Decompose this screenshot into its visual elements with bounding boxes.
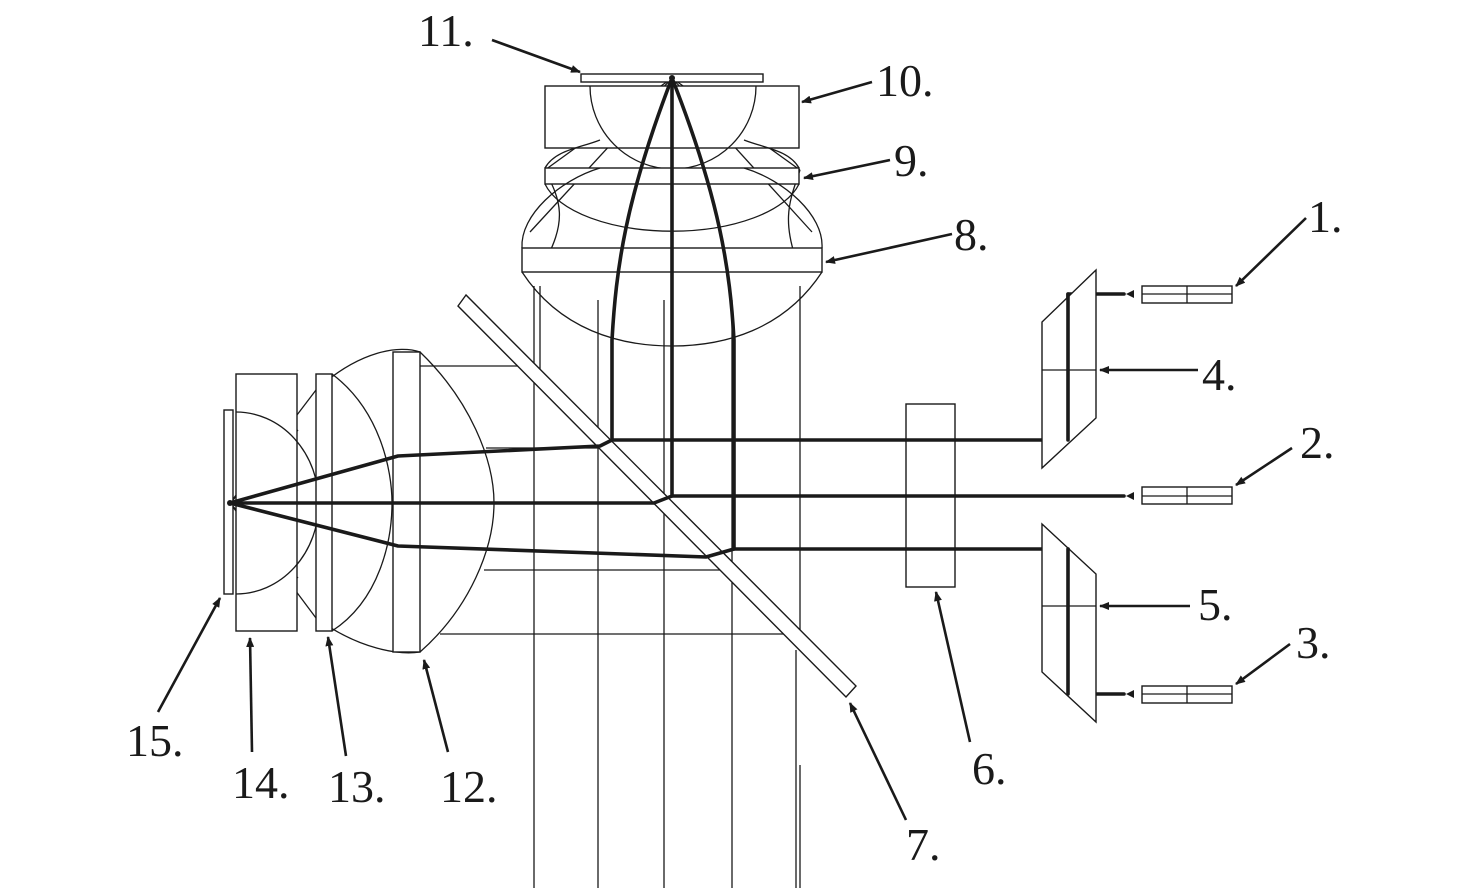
label-12: 12.: [440, 761, 498, 812]
label-9: 9.: [894, 135, 929, 186]
label-4: 4.: [1202, 349, 1237, 400]
arrow-12: [422, 659, 450, 753]
label-3: 3.: [1296, 617, 1331, 668]
arrow-11: [491, 38, 581, 74]
light-source-2: [1126, 486, 1233, 505]
callout-labels: 1. 2. 3. 4. 5. 6. 7. 8. 9. 10. 11. 12. 1…: [126, 5, 1343, 870]
arrow-10: [801, 80, 873, 104]
label-14: 14.: [232, 757, 290, 808]
arrow-1: [1235, 217, 1307, 287]
arrow-8: [825, 232, 953, 264]
arrow-6: [934, 591, 972, 743]
label-5: 5.: [1198, 579, 1233, 630]
label-13: 13.: [328, 761, 386, 812]
leader-arrows: [156, 38, 1307, 821]
label-1: 1.: [1308, 191, 1343, 242]
arrow-13: [325, 636, 348, 757]
arrow-14: [246, 637, 255, 753]
arrow-9: [803, 158, 891, 181]
light-source-3: [1126, 685, 1233, 704]
arrow-2: [1235, 446, 1293, 487]
arrow-7: [848, 702, 908, 821]
label-8: 8.: [954, 209, 989, 260]
label-6: 6.: [972, 743, 1007, 794]
label-15: 15.: [126, 715, 184, 766]
left-focus-point: [227, 500, 233, 506]
arrow-15: [156, 597, 222, 713]
label-7: 7.: [906, 819, 941, 870]
vertical-beam-envelope: [533, 286, 801, 888]
principal-rays: [228, 76, 1126, 696]
upper-focus-point: [669, 75, 675, 81]
label-2: 2.: [1300, 417, 1335, 468]
light-source-1: [1126, 285, 1233, 304]
arrow-3: [1235, 642, 1291, 686]
beam-splitter-plate: [457, 293, 857, 699]
label-10: 10.: [876, 55, 934, 106]
label-11: 11.: [418, 5, 474, 56]
